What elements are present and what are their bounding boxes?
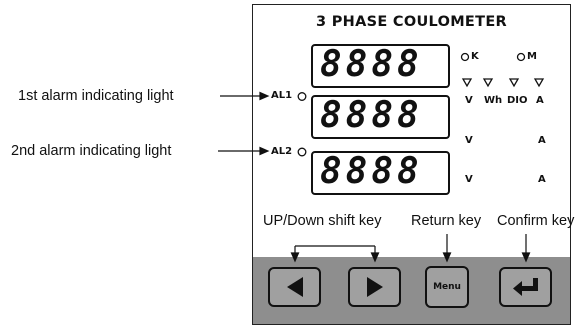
unit-v-row3: V <box>465 174 473 185</box>
ok-indicator-icon <box>460 52 470 62</box>
unit-a-row1: A <box>536 95 544 106</box>
menu-key[interactable]: Menu <box>425 266 469 308</box>
unit-v-row2: V <box>465 135 473 146</box>
panel-title: 3 PHASE COULOMETER <box>315 14 507 30</box>
updown-key-callout: UP/Down shift key <box>263 213 382 229</box>
unit-dio-row1: DIO <box>507 95 528 106</box>
triangle-left-icon <box>286 277 303 297</box>
display-1-digits: 8888 <box>320 44 423 85</box>
left-shift-key[interactable] <box>268 267 321 307</box>
return-key-callout: Return key <box>411 213 482 229</box>
enter-return-icon <box>512 278 538 296</box>
triangle-down-icon <box>461 78 473 88</box>
unit-a-row3: A <box>538 174 546 185</box>
unit-v-row1: V <box>465 95 473 106</box>
triangle-right-icon <box>366 277 383 297</box>
right-shift-key[interactable] <box>348 267 401 307</box>
alarm-1-label: AL1 <box>271 90 293 101</box>
alarm-2-label: AL2 <box>271 146 293 157</box>
m-indicator-label: M <box>527 51 537 62</box>
alarm-2-callout: 2nd alarm indicating light <box>11 143 172 159</box>
confirm-key[interactable] <box>499 267 552 307</box>
m-indicator-icon <box>516 52 526 62</box>
display-2 <box>311 95 450 139</box>
triangle-down-icon <box>533 78 545 88</box>
alarm-1-callout: 1st alarm indicating light <box>18 88 174 104</box>
confirm-key-callout: Confirm key <box>497 213 575 229</box>
unit-wh-row1: Wh <box>484 95 503 106</box>
alarm-1-light-icon <box>297 92 307 101</box>
display-1 <box>311 44 450 88</box>
display-2-digits: 8888 <box>320 95 423 136</box>
triangle-down-icon <box>482 78 494 88</box>
display-3-digits: 8888 <box>320 151 423 192</box>
ok-indicator-label: K <box>471 51 479 62</box>
menu-key-label: Menu <box>433 282 461 292</box>
display-3 <box>311 151 450 195</box>
triangle-down-icon <box>508 78 520 88</box>
unit-a-row2: A <box>538 135 546 146</box>
alarm-2-light-icon <box>297 147 307 157</box>
